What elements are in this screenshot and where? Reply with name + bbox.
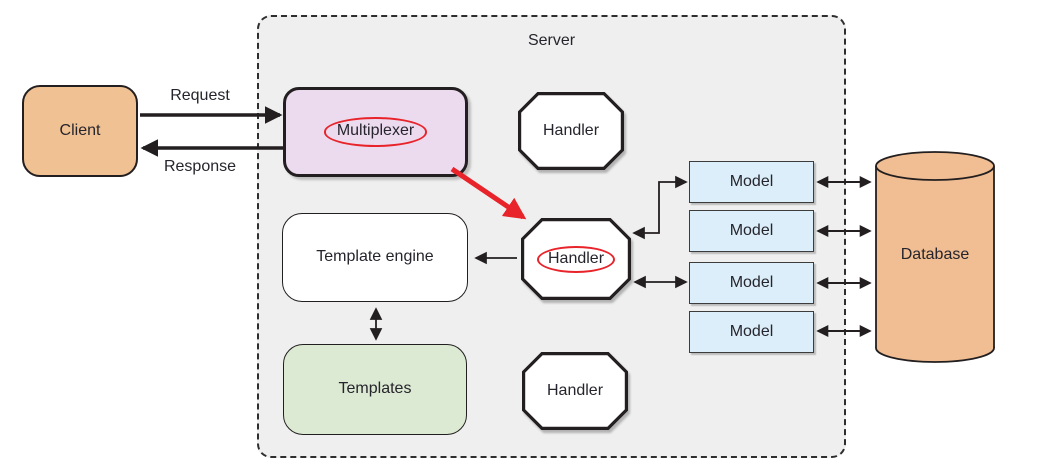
multiplexer-node: Multiplexer bbox=[283, 87, 468, 177]
handler-top-label: Handler bbox=[542, 122, 600, 139]
template-engine-node: Template engine bbox=[282, 213, 468, 302]
server-label: Server bbox=[527, 32, 576, 49]
multiplexer-highlight-ellipse: Multiplexer bbox=[323, 117, 428, 147]
model-1-label: Model bbox=[729, 172, 774, 190]
response-edge-label: Response bbox=[163, 158, 237, 175]
multiplexer-label: Multiplexer bbox=[336, 122, 415, 140]
handler-node-middle: Handler bbox=[521, 218, 631, 300]
handler-highlight-ellipse: Handler bbox=[536, 245, 616, 273]
model-3-label: Model bbox=[729, 273, 774, 291]
octagon-shape bbox=[518, 92, 624, 170]
octagon-shape bbox=[522, 352, 628, 430]
model-node-2: Model bbox=[689, 210, 814, 252]
handler-middle-label: Handler bbox=[547, 249, 605, 267]
templates-label: Templates bbox=[338, 380, 412, 398]
model-node-4: Model bbox=[689, 311, 814, 353]
model-4-label: Model bbox=[729, 322, 774, 340]
client-label: Client bbox=[59, 121, 101, 139]
handler-bottom-label: Handler bbox=[546, 382, 604, 399]
model-2-label: Model bbox=[729, 221, 774, 239]
request-edge-label: Request bbox=[170, 87, 230, 104]
database-label: Database bbox=[900, 246, 970, 263]
template-engine-label: Template engine bbox=[316, 248, 434, 266]
client-node: Client bbox=[22, 85, 138, 177]
templates-node: Templates bbox=[283, 344, 467, 435]
model-node-1: Model bbox=[689, 161, 814, 203]
model-node-3: Model bbox=[689, 262, 814, 304]
database-cylinder bbox=[875, 151, 995, 363]
handler-node-bottom: Handler bbox=[522, 352, 628, 430]
handler-node-top: Handler bbox=[518, 92, 624, 170]
